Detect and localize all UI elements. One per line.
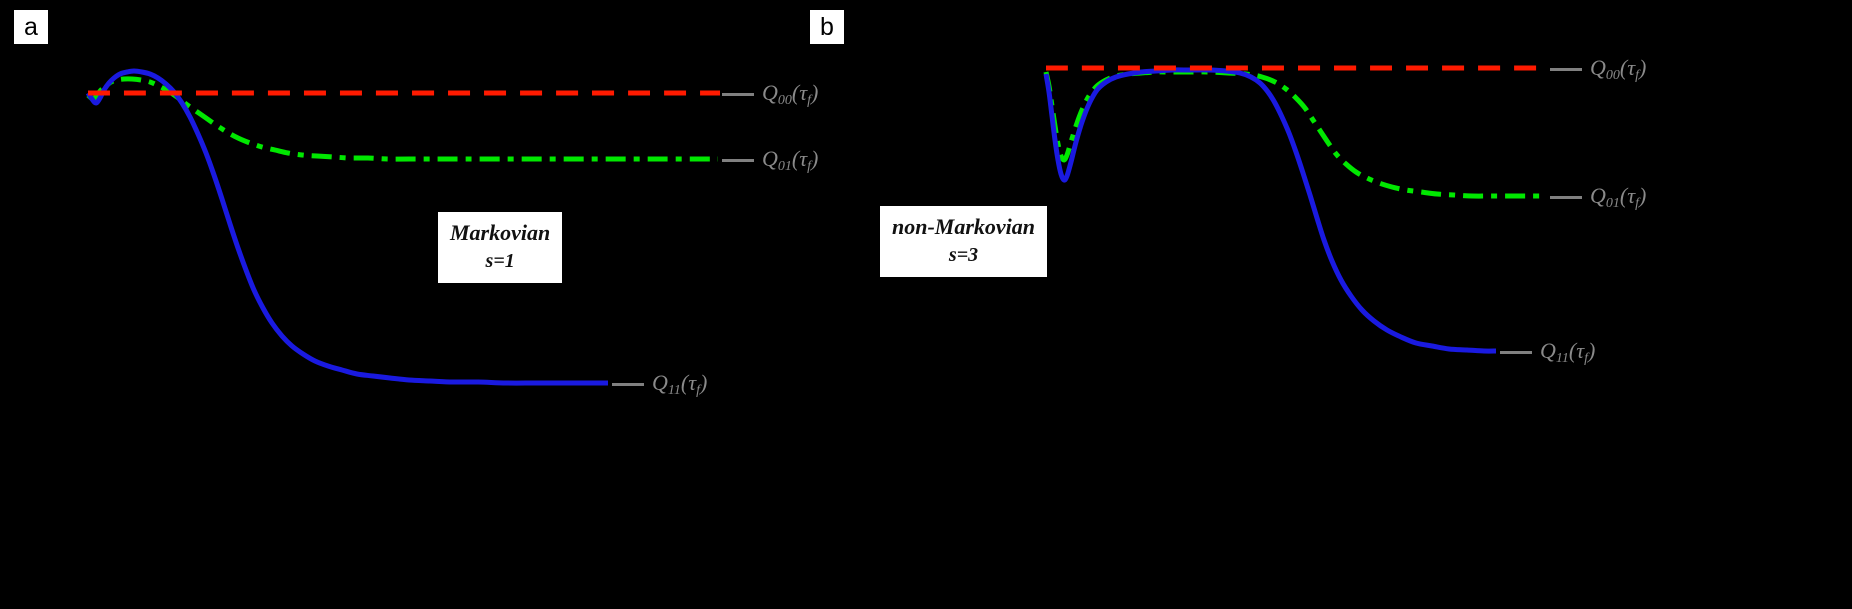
q00-sub-b: 00 (1605, 67, 1620, 83)
lead-line-q11-b (1500, 351, 1532, 354)
panel-letter-b: b (810, 10, 844, 44)
lead-line-q11-a (612, 383, 644, 386)
q01-paren-close-b: ) (1638, 183, 1647, 208)
lead-line-q00-b (1550, 68, 1582, 71)
annotation-box-a: Markovian s=1 (438, 212, 563, 283)
q11-paren-close-a: ) (699, 370, 708, 395)
annotation-line2-b: s=3 (948, 243, 979, 266)
lead-line-q01-b (1550, 196, 1582, 199)
q11-base-b: Q (1540, 338, 1556, 363)
panel-letter-a: a (14, 10, 48, 44)
panel-a: a Q00(τf) Q01(τf) Q11(τf) Markovian s=1 (14, 10, 818, 398)
annotation-line1-b: non-Markovian (892, 214, 1036, 239)
q11-paren-open-a: ( (680, 370, 689, 395)
curve-q01-b (1043, 69, 1546, 199)
q01-paren-open-b: ( (1619, 183, 1628, 208)
q00-tausub-b: f (1635, 67, 1639, 83)
q00-paren-open-b: ( (1619, 55, 1628, 80)
q00-base-b: Q (1590, 55, 1606, 80)
curve-label-q00-b: Q00(τf) (1590, 57, 1646, 83)
annotation-line2-a: s=1 (485, 249, 515, 272)
curve-q11-b (1043, 67, 1497, 354)
curve-q11-a (85, 68, 608, 386)
annotation-box-b: non-Markovian s=3 (880, 206, 1048, 277)
q01-paren-close-a: ) (810, 146, 819, 171)
q01-paren-open-a: ( (791, 146, 800, 171)
q01-sub-a: 01 (777, 158, 792, 174)
curve-label-q11-a: Q11(τf) (652, 372, 707, 398)
curve-label-q01-b: Q01(τf) (1590, 185, 1646, 211)
lead-line-q01-a (722, 159, 754, 162)
q01-base-b: Q (1590, 183, 1606, 208)
q00-tau-b: τ (1627, 55, 1636, 80)
panel-a-plot (85, 68, 720, 386)
q00-paren-close-a: ) (810, 80, 819, 105)
q01-tau-a: τ (799, 146, 808, 171)
curve-label-q11-b: Q11(τf) (1540, 340, 1595, 366)
q01-tausub-b: f (1635, 195, 1639, 211)
q11-tau-b: τ (1576, 338, 1585, 363)
annotation-line1-a: Markovian (450, 220, 551, 245)
q11-tau-a: τ (688, 370, 697, 395)
q00-paren-open-a: ( (791, 80, 800, 105)
q01-tau-b: τ (1627, 183, 1636, 208)
panel-b-plot (1043, 65, 1546, 354)
q11-sub-a: 11 (667, 382, 681, 398)
lead-line-q00-a (722, 93, 754, 96)
q11-tausub-b: f (1584, 350, 1588, 366)
q00-paren-close-b: ) (1638, 55, 1647, 80)
curve-q01-a (86, 76, 718, 162)
q11-paren-open-b: ( (1568, 338, 1577, 363)
curve-label-q00-a: Q00(τf) (762, 82, 818, 108)
q11-tausub-a: f (696, 382, 700, 398)
q01-base-a: Q (762, 146, 778, 171)
q00-sub-a: 00 (777, 92, 792, 108)
q11-base-a: Q (652, 370, 668, 395)
q11-sub-b: 11 (1555, 350, 1569, 366)
q00-tausub-a: f (807, 92, 811, 108)
q01-sub-b: 01 (1605, 195, 1620, 211)
q11-paren-close-b: ) (1587, 338, 1596, 363)
curve-label-q01-a: Q01(τf) (762, 148, 818, 174)
panel-b: b Q00(τf) Q01(τf) Q11(τf) non-Markovian … (810, 0, 1852, 609)
q00-base-a: Q (762, 80, 778, 105)
q00-tau-a: τ (799, 80, 808, 105)
q01-tausub-a: f (807, 158, 811, 174)
